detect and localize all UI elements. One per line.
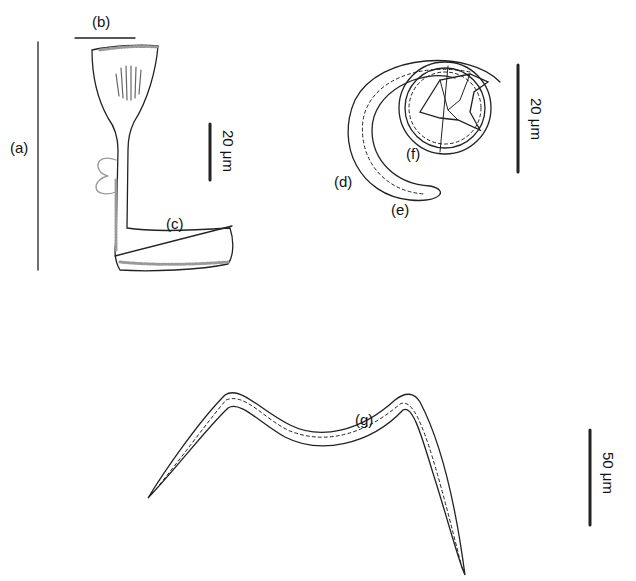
measure-line bbox=[75, 37, 135, 38]
accessory-piece bbox=[420, 74, 488, 130]
part-label: (f) bbox=[406, 146, 420, 161]
anchor-stipple bbox=[115, 180, 118, 250]
part-label: (c) bbox=[166, 216, 184, 231]
accessory-piece bbox=[440, 74, 470, 120]
mco-tube bbox=[348, 61, 500, 201]
vagina-outline bbox=[148, 393, 465, 575]
anchor-stipple bbox=[100, 46, 157, 50]
scale-label: 20 μm bbox=[221, 130, 236, 172]
measure-line bbox=[440, 66, 448, 152]
mco-ring bbox=[399, 62, 491, 154]
part-label: (d) bbox=[334, 174, 352, 189]
anchor-filament bbox=[96, 158, 116, 194]
anchor-outline bbox=[92, 45, 233, 271]
anchor-striations bbox=[116, 66, 141, 100]
part-label: (g) bbox=[355, 412, 373, 427]
part-label: (e) bbox=[391, 202, 409, 217]
part-label: (b) bbox=[92, 14, 110, 29]
anchor-stipple bbox=[120, 262, 228, 264]
measure-line bbox=[37, 42, 38, 270]
scale-label: 20 μm bbox=[529, 98, 544, 140]
scale-label: 50 μm bbox=[601, 452, 616, 494]
scale-bar bbox=[589, 430, 592, 525]
mco-ring bbox=[405, 68, 485, 148]
mco-duct bbox=[362, 69, 470, 194]
part-label: (a) bbox=[10, 140, 28, 155]
scale-bar bbox=[209, 124, 212, 180]
vagina-duct bbox=[152, 399, 462, 568]
scale-bar bbox=[517, 65, 520, 172]
